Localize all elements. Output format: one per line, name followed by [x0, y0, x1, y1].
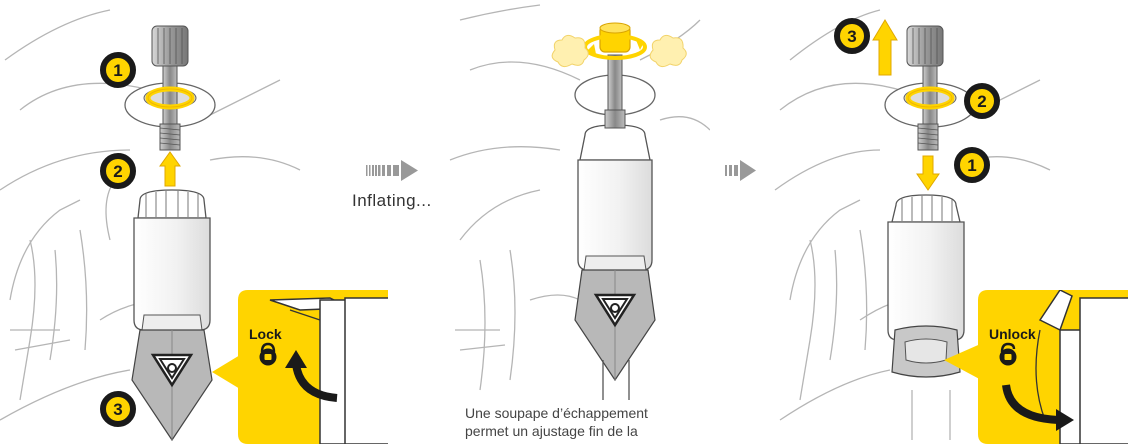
step-badge-3: 3 — [100, 391, 136, 427]
unlock-label: Unlock — [989, 326, 1036, 342]
curved-arrow-icon-3 — [1002, 384, 1074, 431]
pressure-release-caption: Une soupape d’échappement permet un ajus… — [465, 404, 705, 440]
svg-text:3: 3 — [847, 27, 856, 46]
svg-text:3: 3 — [113, 400, 122, 419]
pressure-puff-icon — [551, 34, 687, 68]
svg-text:2: 2 — [113, 162, 122, 181]
pump-head — [131, 189, 213, 442]
lock-label: Lock — [249, 326, 282, 342]
unlock-lever-callout: Unlock — [944, 290, 1128, 444]
step-badge-1: 1 — [954, 147, 990, 183]
pump-head-3 — [887, 194, 965, 378]
panel-inflating — [449, 4, 710, 400]
down-arrow-icon — [916, 155, 940, 191]
striped-arrow-icon — [366, 160, 418, 181]
striped-arrow-icon-2 — [725, 160, 756, 181]
pump-head-2 — [574, 109, 656, 400]
step-badge-1: 1 — [100, 52, 136, 88]
curved-arrow-icon — [285, 350, 338, 402]
step-badge-2: 2 — [100, 153, 136, 189]
caption-line-2: permet un ajustage fin de la — [465, 423, 638, 439]
rotation-ring-icon — [145, 86, 195, 110]
valve-assembly-2 — [574, 22, 656, 116]
bike-frame-sketch-2 — [449, 4, 710, 391]
topeak-logo-icon — [593, 293, 637, 328]
up-arrow-icon — [872, 19, 898, 76]
step-badge-2: 2 — [964, 83, 1000, 119]
rotation-ring-icon-3 — [905, 86, 955, 110]
lock-lever-callout: Lock — [212, 290, 388, 444]
svg-text:1: 1 — [113, 61, 122, 80]
up-arrow-icon — [159, 151, 181, 187]
lock-icon — [259, 342, 277, 366]
inflating-text: Inflating... — [352, 191, 432, 210]
topeak-logo-icon — [150, 353, 194, 388]
svg-text:2: 2 — [977, 92, 986, 111]
step-badge-3: 3 — [834, 18, 870, 54]
panel-detach-and-unlock: Unlock 1 2 3 — [774, 9, 1128, 444]
panel-attach-and-lock: Lock 1 2 3 — [0, 9, 388, 444]
svg-text:1: 1 — [967, 156, 976, 175]
caption-line-1: Une soupape d’échappement — [465, 405, 648, 421]
unlock-icon — [999, 342, 1017, 366]
